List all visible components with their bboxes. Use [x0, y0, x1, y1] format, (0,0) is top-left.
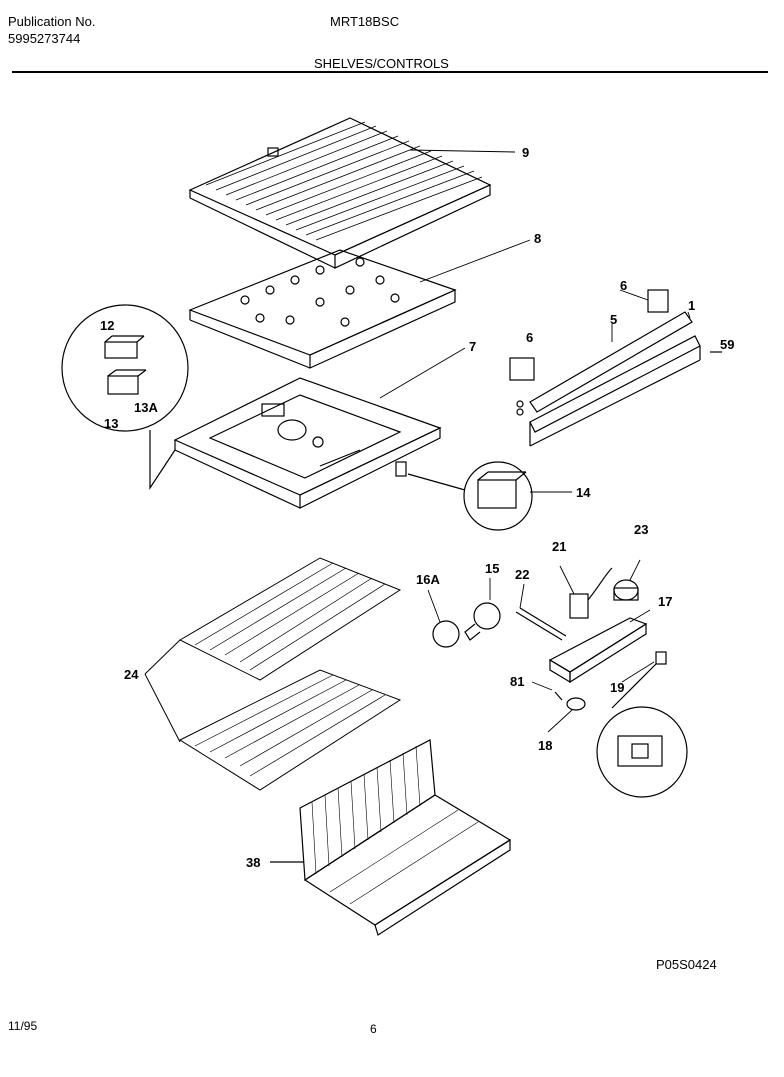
- callout-24: 24: [124, 667, 139, 682]
- wire-basket-part-38: [270, 739, 512, 936]
- detail-circle-part-14: [395, 461, 533, 531]
- callout-5: 5: [610, 312, 617, 327]
- callout-22: 22: [515, 567, 529, 582]
- light-assembly-parts: [432, 567, 688, 798]
- model-number: MRT18BSC: [330, 14, 400, 29]
- crisper-pan-part-7: [173, 377, 442, 509]
- wire-shelves-part-24: [144, 557, 402, 791]
- callout-6-lower: 6: [526, 330, 533, 345]
- callout-59: 59: [720, 337, 734, 352]
- control-rail-parts-1-5-6: [509, 289, 722, 447]
- callout-19: 19: [610, 680, 624, 695]
- callout-81: 81: [510, 674, 524, 689]
- shelf-glass-part-9: [188, 117, 492, 269]
- callout-23: 23: [634, 522, 648, 537]
- page-number: 6: [370, 1022, 377, 1036]
- callout-38: 38: [246, 855, 260, 870]
- callout-18: 18: [538, 738, 552, 753]
- callout-9: 9: [522, 145, 529, 160]
- detail-circle-part-19: [596, 706, 688, 798]
- callout-13a: 13A: [134, 400, 158, 415]
- diagram-code: P05S0424: [656, 957, 717, 972]
- publication-number: 5995273744: [8, 31, 81, 46]
- publication-label: Publication No.: [8, 14, 96, 29]
- crisper-cover-part-8: [188, 249, 457, 369]
- callout-13: 13: [104, 416, 118, 431]
- callout-21: 21: [552, 539, 566, 554]
- footer-date: 11/95: [8, 1019, 37, 1033]
- callout-17: 17: [658, 594, 672, 609]
- callout-leader-lines: [379, 149, 691, 733]
- section-title: SHELVES/CONTROLS: [314, 56, 449, 71]
- part-21-body: [569, 593, 589, 619]
- callout-6-upper: 6: [620, 278, 627, 293]
- callout-15: 15: [485, 561, 499, 576]
- callout-16a: 16A: [416, 572, 440, 587]
- detail-circle-parts-12-13: [61, 304, 189, 491]
- callout-12: 12: [100, 318, 114, 333]
- callout-7: 7: [469, 339, 476, 354]
- callout-8: 8: [534, 231, 541, 246]
- callout-1: 1: [688, 298, 695, 313]
- callout-14: 14: [576, 485, 591, 500]
